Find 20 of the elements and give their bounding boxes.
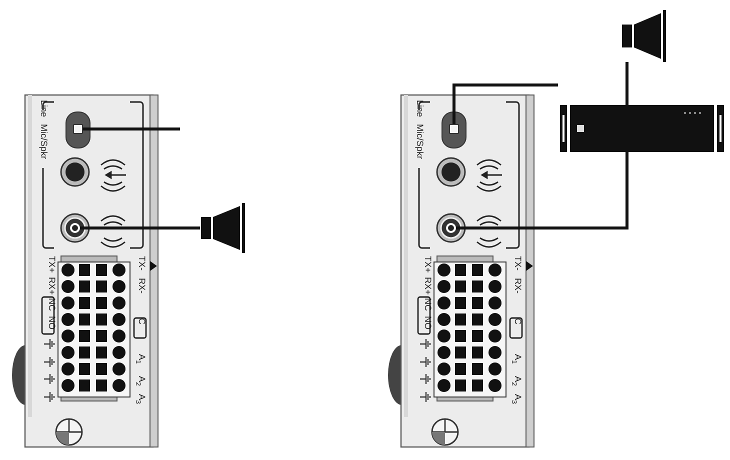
terminal-label: TX+ <box>422 256 433 273</box>
terminal-label: RX- <box>136 278 147 294</box>
terminal-label: C <box>136 318 147 324</box>
cable-line <box>626 62 628 105</box>
switch-lever <box>73 124 83 134</box>
cable-line <box>456 152 628 230</box>
terminal-label: TX- <box>136 256 147 270</box>
terminal-label: Mic/Spkr <box>38 124 49 160</box>
terminal-label: RX- <box>512 278 523 294</box>
cable-line <box>80 226 200 230</box>
terminal-label: RX+ <box>46 277 57 295</box>
terminal-label: C <box>512 318 523 324</box>
speaker-icon <box>200 203 246 253</box>
switch-lever <box>449 124 459 134</box>
amplifier <box>560 105 724 152</box>
speaker-icon <box>621 10 667 62</box>
terminal-label: RX+ <box>422 277 433 295</box>
terminal-label: TX- <box>512 256 523 270</box>
terminal-label: TX+ <box>46 256 57 273</box>
terminal-label: Mic/Spkr <box>414 124 425 160</box>
